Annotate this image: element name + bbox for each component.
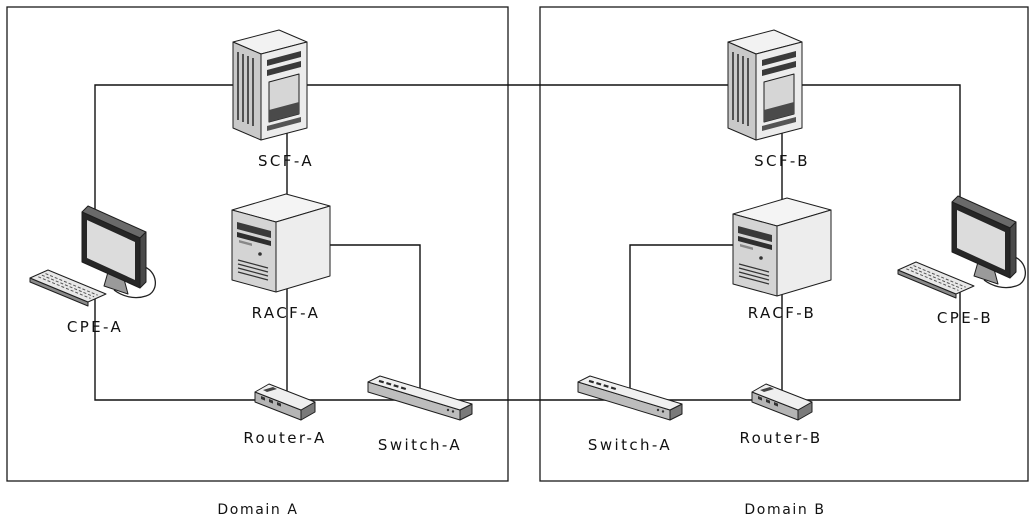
cpe-a-monitor-icon — [81, 205, 157, 299]
scf-a-label: SCF-A — [258, 152, 314, 170]
node-router-a: Router-A — [243, 383, 326, 447]
link-cpe-a-router-a — [94, 292, 265, 401]
router-b-label: Router-B — [739, 429, 822, 447]
racf-b-label: RACF-B — [748, 304, 816, 322]
domain-a-box — [6, 6, 509, 482]
node-scf-a: SCF-A — [232, 29, 314, 170]
racf-a-label: RACF-A — [252, 304, 321, 322]
link-cpe-a-scf-a — [94, 84, 240, 215]
link-scf-b-cpe-b — [795, 84, 961, 210]
switch-a-right-label: Switch-A — [588, 436, 672, 454]
domain-a-label: Domain A — [217, 502, 298, 518]
domain-b-label: Domain B — [744, 502, 825, 518]
router-a-label: Router-A — [243, 429, 326, 447]
links — [94, 84, 961, 401]
cpe-b-keyboard-icon — [897, 261, 975, 299]
scf-b-server-icon — [727, 29, 803, 141]
node-scf-b: SCF-B — [727, 29, 810, 170]
router-a-router-icon — [254, 383, 316, 421]
racf-a-tower-pc-icon — [231, 193, 331, 293]
node-racf-b: RACF-B — [732, 197, 832, 322]
scf-a-server-icon — [232, 29, 308, 141]
node-cpe-a: CPE-A — [29, 205, 157, 336]
link-router-b-cpe-b — [800, 292, 961, 401]
racf-b-tower-pc-icon — [732, 197, 832, 297]
node-cpe-b: CPE-B — [897, 195, 1027, 327]
scf-b-label: SCF-B — [754, 152, 810, 170]
node-switch-a-left: Switch-A — [366, 374, 474, 454]
node-switch-a-right: Switch-A — [576, 374, 684, 454]
link-racf-b-switch-a — [629, 244, 740, 395]
node-router-b: Router-B — [739, 383, 822, 447]
link-racf-a-switch-a — [325, 244, 421, 395]
domain-b-box — [539, 6, 1029, 482]
cpe-b-label: CPE-B — [937, 309, 993, 327]
switch-a-left-label: Switch-A — [378, 436, 462, 454]
cpe-b-monitor-icon — [951, 195, 1027, 289]
cpe-a-label: CPE-A — [67, 318, 123, 336]
node-racf-a: RACF-A — [231, 193, 331, 322]
